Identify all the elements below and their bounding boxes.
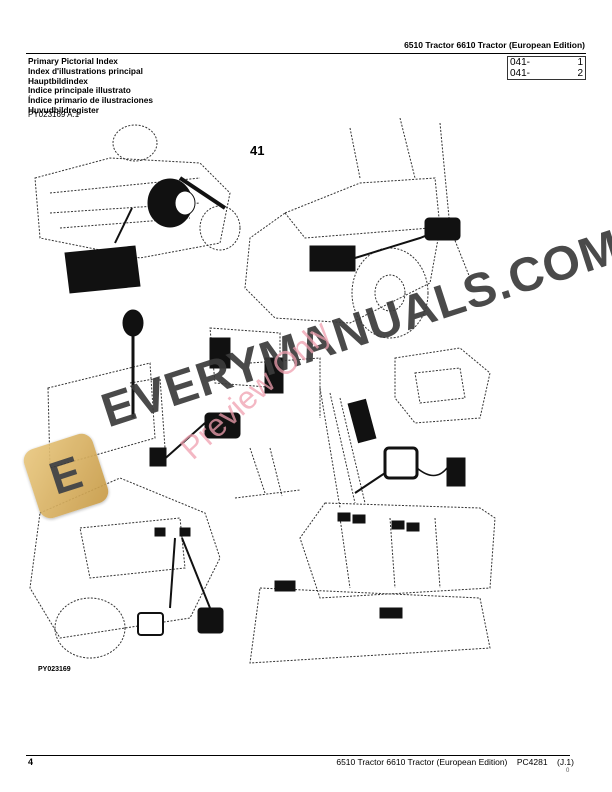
index-title-en: Primary Pictorial Index	[28, 56, 118, 66]
figure-caption: PY023169	[38, 666, 71, 673]
index-title-de: Hauptbildindex	[28, 75, 88, 86]
reference-code: 041-	[510, 68, 531, 79]
reference-box: 041- 1 041- 2	[507, 56, 586, 80]
index-title-es: Índice primario de ilustraciones	[28, 95, 153, 106]
index-title-it: Indice principale illustrato	[28, 85, 131, 96]
reference-page: 2	[577, 68, 583, 79]
page-number: 4	[28, 757, 34, 767]
index-titles: Primary Pictorial Index Index d'illustra…	[28, 56, 153, 116]
tractor-electrical-illustration	[29, 118, 496, 664]
figure-id: PY023169 A.1	[28, 110, 80, 119]
figure-group-number: 41	[250, 143, 265, 158]
footer-sub: 0	[566, 768, 570, 774]
index-title-fr: Index d'illustrations principal	[28, 65, 143, 76]
reference-row[interactable]: 041- 1	[508, 57, 585, 68]
index-title-sv: Huvudbildregister	[28, 104, 99, 115]
footer-rule	[26, 755, 570, 756]
watermark-logo-letter: E	[43, 445, 89, 505]
header-rule	[26, 53, 586, 54]
reference-row[interactable]: 041- 2	[508, 68, 585, 79]
header-title: 6510 Tractor 6610 Tractor (European Edit…	[404, 40, 585, 50]
reference-page: 1	[577, 57, 583, 68]
reference-code: 041-	[510, 57, 531, 68]
footer-text: 6510 Tractor 6610 Tractor (European Edit…	[336, 757, 574, 767]
